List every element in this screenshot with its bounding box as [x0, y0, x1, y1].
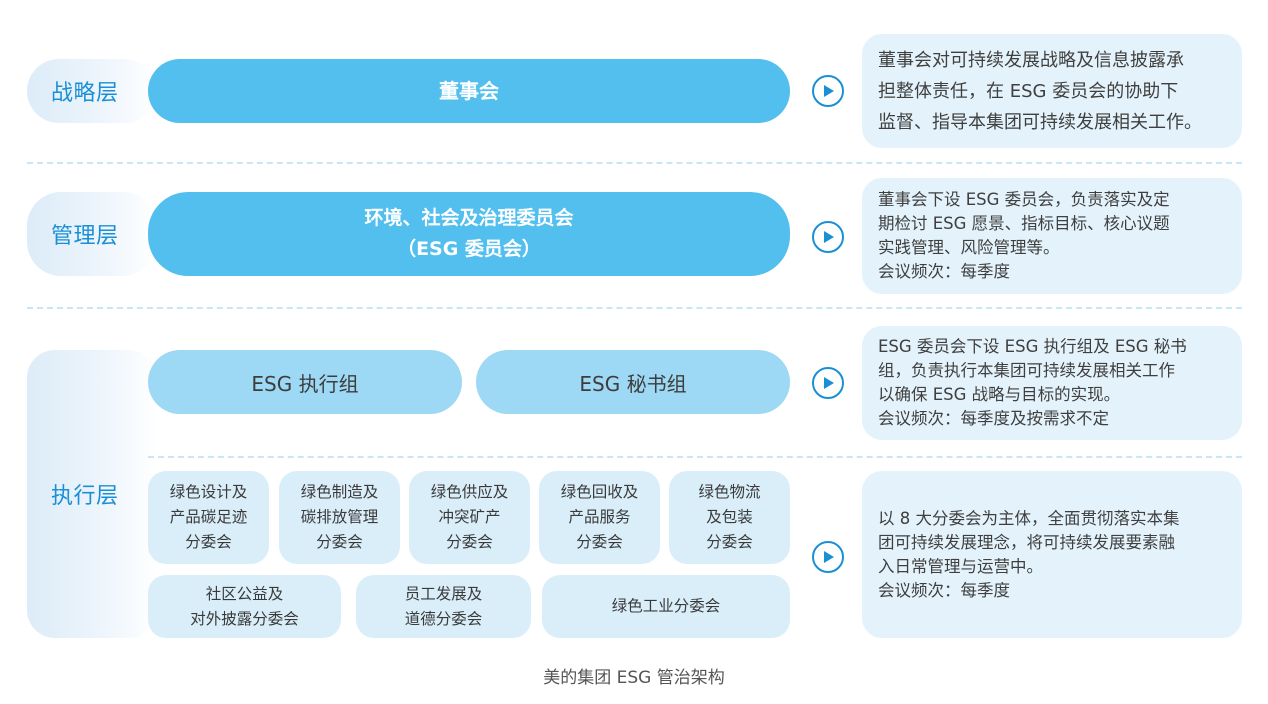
description-line: 担整体责任，在 ESG 委员会的协助下 — [878, 80, 1179, 102]
play-circle-icon — [812, 75, 844, 107]
meeting-frequency: 会议频次：每季度 — [878, 580, 1010, 600]
esg-committee-name: 环境、社会及治理委员会 — [364, 207, 574, 229]
play-circle-icon — [812, 367, 844, 399]
esg-committee-abbr: （ESG 委员会） — [397, 238, 541, 260]
subcommittee-green-supply: 绿色供应及 冲突矿产 分委会 — [409, 471, 530, 564]
layer-label-strategy: 战略层 — [27, 59, 157, 123]
subcommittee-line: 绿色物流 — [698, 483, 761, 501]
layer-divider — [27, 307, 1242, 309]
meeting-frequency: 会议频次：每季度 — [878, 262, 1010, 281]
layer-label-management: 管理层 — [27, 192, 157, 276]
subcommittee-line: 绿色供应及 — [430, 483, 509, 501]
subcommittee-community: 社区公益及 对外披露分委会 — [148, 575, 341, 638]
description-line: 监督、指导本集团可持续发展相关工作。 — [878, 111, 1202, 133]
layer-label-text: 执行层 — [51, 484, 119, 509]
strategy-description: 董事会对可持续发展战略及信息披露承 担整体责任，在 ESG 委员会的协助下 监督… — [862, 34, 1242, 148]
subcommittee-green-manufacturing: 绿色制造及 碳排放管理 分委会 — [279, 471, 400, 564]
subcommittee-line: 绿色回收及 — [560, 483, 639, 501]
subcommittee-line: 分委会 — [706, 533, 753, 551]
description-line: 以 8 大分委会为主体，全面贯彻落实本集 — [878, 508, 1180, 528]
description-line: 组，负责执行本集团可持续发展相关工作 — [878, 361, 1175, 380]
subcommittee-line: 分委会 — [576, 533, 623, 551]
subcommittee-line: 社区公益及 — [205, 584, 284, 603]
subcommittee-line: 绿色制造及 — [300, 483, 379, 501]
subcommittee-line: 绿色设计及 — [169, 483, 248, 501]
layer-label-text: 管理层 — [51, 224, 119, 249]
description-line: 团可持续发展理念，将可持续发展要素融 — [878, 532, 1175, 552]
esg-secretariat-group-box: ESG 秘书组 — [476, 350, 790, 414]
subcommittee-line: 碳排放管理 — [300, 508, 379, 526]
subcommittee-line: 分委会 — [316, 533, 363, 551]
description-line: ESG 委员会下设 ESG 执行组及 ESG 秘书 — [878, 337, 1187, 356]
subcommittee-green-logistics: 绿色物流 及包装 分委会 — [669, 471, 790, 564]
subcommittees-description: 以 8 大分委会为主体，全面贯彻落实本集 团可持续发展理念，将可持续发展要素融 … — [862, 471, 1242, 638]
section-divider — [148, 456, 1242, 458]
description-line: 董事会下设 ESG 委员会，负责落实及定 — [878, 190, 1170, 209]
subcommittee-line: 产品碳足迹 — [169, 508, 248, 526]
esg-committee-box: 环境、社会及治理委员会 （ESG 委员会） — [148, 192, 790, 276]
layer-divider — [27, 162, 1242, 164]
board-label: 董事会 — [439, 78, 499, 103]
layer-label-execution: 执行层 — [27, 350, 157, 638]
play-circle-icon — [812, 221, 844, 253]
subcommittee-line: 绿色工业分委会 — [611, 597, 721, 615]
subcommittee-line: 及包装 — [706, 508, 753, 526]
groups-description: ESG 委员会下设 ESG 执行组及 ESG 秘书 组，负责执行本集团可持续发展… — [862, 326, 1242, 440]
subcommittee-line: 员工发展及 — [404, 584, 483, 603]
board-of-directors-box: 董事会 — [148, 59, 790, 123]
subcommittee-green-industry: 绿色工业分委会 — [542, 575, 790, 638]
play-circle-icon — [812, 541, 844, 573]
group-label: ESG 秘书组 — [579, 371, 687, 396]
figure-caption: 美的集团 ESG 管治架构 — [543, 668, 725, 688]
subcommittee-line: 分委会 — [185, 533, 232, 551]
group-label: ESG 执行组 — [251, 371, 359, 396]
description-line: 实践管理、风险管理等。 — [878, 238, 1060, 257]
management-description: 董事会下设 ESG 委员会，负责落实及定 期检讨 ESG 愿景、指标目标、核心议… — [862, 178, 1242, 294]
description-line: 期检讨 ESG 愿景、指标目标、核心议题 — [878, 214, 1170, 233]
description-line: 董事会对可持续发展战略及信息披露承 — [878, 49, 1184, 71]
subcommittee-line: 分委会 — [446, 533, 493, 551]
subcommittee-line: 冲突矿产 — [438, 508, 501, 526]
subcommittee-employee: 员工发展及 道德分委会 — [356, 575, 531, 638]
layer-label-text: 战略层 — [51, 81, 119, 106]
esg-execution-group-box: ESG 执行组 — [148, 350, 462, 414]
subcommittee-line: 对外披露分委会 — [190, 609, 299, 628]
subcommittee-green-design: 绿色设计及 产品碳足迹 分委会 — [148, 471, 269, 564]
subcommittee-line: 道德分委会 — [404, 609, 483, 628]
subcommittee-line: 产品服务 — [568, 508, 631, 526]
description-line: 入日常管理与运营中。 — [878, 556, 1043, 576]
subcommittee-green-recycling: 绿色回收及 产品服务 分委会 — [539, 471, 660, 564]
description-line: 以确保 ESG 战略与目标的实现。 — [878, 385, 1121, 404]
meeting-frequency: 会议频次：每季度及按需求不定 — [878, 409, 1109, 428]
